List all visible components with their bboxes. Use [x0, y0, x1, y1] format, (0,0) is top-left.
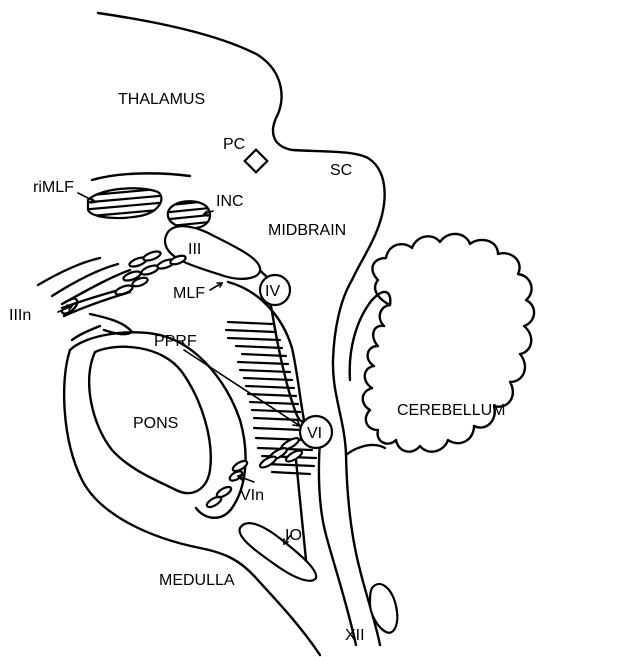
pons-label: PONS [133, 415, 178, 432]
ventricle-floor-line [319, 440, 356, 645]
cerebellum-outline [363, 234, 534, 452]
pprf-label: PPRF [154, 333, 197, 350]
xii-label: XII [345, 627, 365, 644]
hypoglossal-nucleus [370, 584, 397, 633]
vin-label: VIn [240, 487, 264, 504]
mlf-label: MLF [173, 285, 205, 302]
iv-label: IV [265, 283, 280, 300]
rimlf-nucleus [80, 188, 170, 224]
medulla-label: MEDULLA [159, 572, 235, 589]
vi-label: VI [307, 425, 322, 442]
midbrain-label: MIDBRAIN [268, 222, 346, 239]
pc-nucleus [245, 150, 268, 173]
thalamus-label: THALAMUS [118, 91, 205, 108]
iiin-label: IIIn [9, 307, 31, 324]
pc-label: PC [223, 136, 245, 153]
sc-label: SC [330, 162, 352, 179]
medulla-inner-line [296, 460, 306, 560]
oculomotor-nucleus [165, 226, 260, 279]
rimlf-label: riMLF [33, 179, 74, 196]
cerebellum-label: CEREBELLUM [397, 402, 505, 419]
inc-label: INC [216, 193, 244, 210]
inc-nucleus [160, 200, 220, 228]
io-label: IO [285, 527, 302, 544]
iii-label: III [188, 241, 201, 258]
cerebellar-peduncle-lower [346, 445, 385, 455]
thalamus-boundary [92, 173, 190, 180]
oculomotor-nerve-fibers [38, 250, 187, 340]
